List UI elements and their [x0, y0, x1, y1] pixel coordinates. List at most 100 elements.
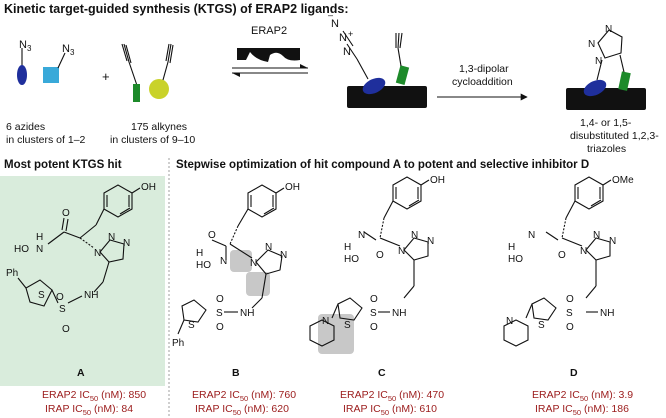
compound-c-structure: OH O HO H N N N N NH S O O S N: [309, 175, 445, 354]
compound-d-irap-ic50: IRAP IC50 (nM): 186: [535, 403, 629, 417]
svg-text:ERAP2 IC50 (nM): 760: ERAP2 IC50 (nM): 760: [192, 389, 296, 403]
erap2-label: ERAP2: [251, 25, 287, 37]
compound-d-label: D: [570, 367, 578, 379]
protein-block-2: [566, 88, 646, 110]
bound-alkyne-rect: [395, 65, 410, 85]
svg-text:N: N: [94, 248, 101, 259]
svg-text:HO: HO: [196, 260, 211, 271]
svg-text:S: S: [566, 308, 573, 319]
compound-c-irap-ic50: IRAP IC50 (nM): 610: [343, 403, 437, 417]
azide-square-shape: [43, 67, 59, 83]
svg-text:N: N: [108, 232, 115, 243]
svg-text:S: S: [59, 304, 66, 315]
alkyne-building-blocks: [121, 43, 174, 102]
svg-text:N: N: [322, 316, 329, 327]
product-alkyne-rect: [618, 71, 631, 91]
product-caption-line-2: disubstituted 1,2,3-: [570, 130, 659, 142]
compound-a-irap-ic50: IRAP IC50 (nM): 84: [45, 403, 133, 417]
compound-d-erap2-ic50: ERAP2 IC50 (nM): 3.9: [532, 389, 633, 403]
compound-a-erap2-ic50: ERAP2 IC50 (nM): 850: [42, 389, 146, 403]
svg-text:ERAP2 IC50 (nM): 3.9: ERAP2 IC50 (nM): 3.9: [532, 389, 633, 403]
protein-bound-product: N N N: [566, 24, 646, 110]
svg-text:O: O: [216, 322, 224, 333]
svg-text:OH: OH: [285, 182, 300, 193]
svg-text:IRAP IC50 (nM): 84: IRAP IC50 (nM): 84: [45, 403, 133, 417]
svg-text:O: O: [566, 322, 574, 333]
svg-text:N: N: [411, 230, 418, 241]
svg-text:S: S: [370, 308, 377, 319]
svg-text:S: S: [188, 320, 195, 331]
svg-text:Ph: Ph: [6, 268, 18, 279]
product-n2: N: [588, 39, 595, 50]
svg-text:N: N: [427, 236, 434, 247]
svg-text:ERAP2 IC50 (nM): 850: ERAP2 IC50 (nM): 850: [42, 389, 146, 403]
svg-text:OH: OH: [430, 175, 445, 186]
compound-b-irap-ic50: IRAP IC50 (nM): 620: [195, 403, 289, 417]
alkynes-caption-line-1: 175 alkynes: [131, 121, 187, 133]
compound-a-label: A: [77, 367, 85, 379]
svg-text:H: H: [196, 248, 203, 259]
compound-b-structure: OH O HO H N N N N NH S O O S Ph: [172, 182, 300, 349]
svg-text:N: N: [265, 242, 272, 253]
svg-text:O: O: [56, 292, 64, 303]
svg-text:S: S: [38, 290, 45, 301]
svg-text:O: O: [370, 322, 378, 333]
protein-bound-complex: N N N – +: [328, 10, 427, 108]
svg-text:S: S: [344, 320, 351, 331]
left-panel-heading: Most potent KTGS hit: [4, 159, 122, 171]
alkyne-rect-shape: [133, 84, 140, 102]
svg-text:O: O: [376, 250, 384, 261]
reaction-label-line-1: 1,3-dipolar: [459, 63, 509, 75]
alkynes-caption-line-2: in clusters of 9–10: [110, 134, 195, 146]
azide-ellipse-shape: [17, 65, 27, 85]
svg-text:N: N: [528, 230, 535, 241]
compound-a-structure: OH O HO N H N N N NH S O O S Ph: [6, 182, 156, 335]
svg-text:NH: NH: [600, 308, 614, 319]
azide-building-blocks: N 3 N 3: [17, 39, 75, 85]
product-n3: N: [605, 24, 612, 35]
svg-text:N: N: [593, 230, 600, 241]
bound-charge-minus: –: [328, 10, 333, 20]
reaction-label-line-2: cycloaddition: [452, 76, 513, 88]
azide-sub-2: 3: [70, 48, 75, 57]
product-caption-line-3: triazoles: [587, 143, 626, 155]
svg-text:IRAP IC50 (nM): 620: IRAP IC50 (nM): 620: [195, 403, 289, 417]
alkyne-circle-shape: [149, 79, 169, 99]
svg-text:ERAP2 IC50 (nM): 470: ERAP2 IC50 (nM): 470: [340, 389, 444, 403]
bound-charge-plus: +: [348, 29, 353, 39]
compound-d-structure: OMe O HO H N N N N NH S O O S N: [503, 175, 634, 347]
product-n1: N: [595, 56, 602, 67]
azides-caption-line-2: in clusters of 1–2: [6, 134, 86, 146]
bound-n2: N: [339, 32, 347, 44]
compound-a-panel: [0, 176, 165, 386]
svg-text:O: O: [62, 208, 70, 219]
svg-text:HO: HO: [344, 254, 359, 265]
svg-text:O: O: [208, 230, 216, 241]
svg-text:S: S: [538, 320, 545, 331]
svg-text:N: N: [250, 258, 257, 269]
svg-text:N: N: [280, 250, 287, 261]
azide-sub-1: 3: [27, 44, 32, 53]
svg-text:OH: OH: [141, 182, 156, 193]
svg-text:Ph: Ph: [172, 338, 184, 349]
svg-text:N: N: [580, 246, 587, 257]
svg-text:HO: HO: [14, 244, 29, 255]
svg-text:H: H: [344, 242, 351, 253]
compound-c-label: C: [378, 367, 386, 379]
bound-n3: N: [331, 18, 339, 30]
svg-text:N: N: [506, 316, 513, 327]
compound-b-label: B: [232, 367, 240, 379]
svg-text:O: O: [558, 250, 566, 261]
azide-atom-2: N: [62, 43, 70, 55]
product-azide-ellipse: [583, 79, 607, 97]
bound-azide-ellipse: [362, 77, 386, 95]
svg-text:O: O: [216, 294, 224, 305]
svg-text:OMe: OMe: [612, 175, 634, 186]
protein-block-1: [347, 86, 427, 108]
svg-text:H: H: [508, 242, 515, 253]
azides-caption-line-1: 6 azides: [6, 121, 45, 133]
compound-b-highlight-1: [230, 250, 252, 272]
svg-text:NH: NH: [240, 308, 254, 319]
figure-title: Kinetic target-guided synthesis (KTGS) o…: [4, 2, 348, 16]
